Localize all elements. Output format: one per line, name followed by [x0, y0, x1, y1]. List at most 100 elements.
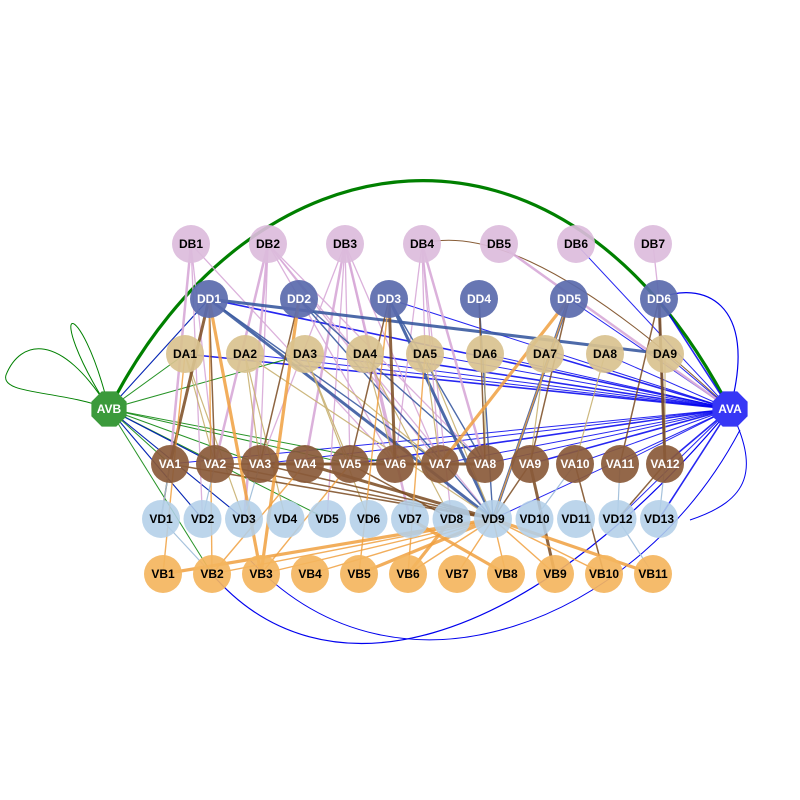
- node-db5: DB5: [480, 225, 518, 263]
- edge-DA8-VA10: [574, 353, 606, 465]
- edge-DA3-VD6: [304, 353, 370, 520]
- node-dd4: DD4: [460, 280, 498, 318]
- edge-AVB-DD1: [108, 298, 210, 410]
- node-ava-octagon: [712, 391, 748, 427]
- node-vd7-circle: [391, 500, 429, 538]
- edge-DB3-VD5: [326, 243, 346, 520]
- edge-DA4-VA6: [364, 353, 396, 465]
- node-va7-circle: [421, 445, 459, 483]
- node-db1-circle: [172, 225, 210, 263]
- node-da3: DA3: [286, 335, 324, 373]
- node-da4-circle: [346, 335, 384, 373]
- node-vd3-circle: [225, 500, 263, 538]
- node-db4: DB4: [403, 225, 441, 263]
- node-da2-circle: [226, 335, 264, 373]
- node-vd11: VD11: [557, 500, 595, 538]
- edge-AVA-loop-low: [689, 408, 747, 521]
- node-dd2-circle: [280, 280, 318, 318]
- edge-VA8-DD4: [478, 298, 486, 465]
- edge-AVA-VA10: [574, 408, 731, 465]
- node-dd3: DD3: [370, 280, 408, 318]
- edge-DD1-VD9: [208, 297, 494, 521]
- node-va1: VA1: [151, 445, 189, 483]
- node-dd1-circle: [190, 280, 228, 318]
- edge-AVA-VD13: [658, 408, 731, 520]
- node-da7: DA7: [526, 335, 564, 373]
- edge-VA7-DD5: [438, 298, 571, 465]
- node-va10: VA10: [556, 445, 594, 483]
- node-vb10-circle: [585, 555, 623, 593]
- node-va2-circle: [196, 445, 234, 483]
- edge-VA3-DD2: [259, 298, 300, 465]
- edge-VB10-VD9: [492, 518, 605, 575]
- node-vb5: VB5: [340, 555, 378, 593]
- edge-AVA-DA1: [184, 353, 731, 410]
- node-va8: VA8: [466, 445, 504, 483]
- node-da7-circle: [526, 335, 564, 373]
- node-db3-circle: [326, 225, 364, 263]
- node-vb11: VB11: [634, 555, 672, 593]
- edge-DD3-VD9: [387, 298, 495, 520]
- node-va12-circle: [646, 445, 684, 483]
- node-db5-circle: [480, 225, 518, 263]
- node-vd5-circle: [308, 500, 346, 538]
- edge-AVB-loop-inner: [70, 323, 110, 410]
- node-vb2-circle: [193, 555, 231, 593]
- node-da9: DA9: [646, 335, 684, 373]
- node-vd4: VD4: [266, 500, 305, 538]
- node-da8: DA8: [586, 335, 624, 373]
- node-vd1: VD1: [142, 500, 180, 538]
- node-db2-circle: [249, 225, 287, 263]
- node-vb7-circle: [438, 555, 476, 593]
- edge-AVA-VA5: [349, 408, 731, 465]
- edge-VA5-VD8: [349, 463, 452, 520]
- edge-AVB-VA2: [108, 408, 216, 465]
- edge-DD1-VA7: [208, 298, 441, 465]
- node-vd12: VD12: [598, 500, 637, 538]
- node-va6: VA6: [376, 445, 414, 483]
- node-da8-circle: [586, 335, 624, 373]
- edge-DD2-VD9: [298, 298, 494, 520]
- edge-VA5-DD3: [349, 298, 390, 465]
- edge-DA2-VD4: [244, 353, 287, 520]
- node-vd4-circle: [266, 500, 305, 538]
- node-vb10: VB10: [585, 555, 623, 593]
- node-vb6-circle: [389, 555, 427, 593]
- edge-AVA-DD6: [658, 298, 731, 410]
- node-vb1: VB1: [144, 555, 182, 593]
- node-db6-circle: [557, 225, 595, 263]
- node-va9-circle: [511, 445, 549, 483]
- node-va2: VA2: [196, 445, 234, 483]
- edge-AVA-DA8: [604, 353, 731, 410]
- node-vd8: VD8: [432, 500, 471, 538]
- edge-DD3-VA8: [388, 298, 486, 465]
- node-vd1-circle: [142, 500, 180, 538]
- node-va4: VA4: [286, 445, 324, 483]
- edge-AVA-DA2: [244, 353, 731, 410]
- node-va8-circle: [466, 445, 504, 483]
- edge-lower-arc: [249, 429, 741, 641]
- node-vb3: VB3: [242, 555, 280, 593]
- node-avb-octagon: [91, 391, 127, 427]
- node-dd1: DD1: [190, 280, 228, 318]
- node-vd2: VD2: [183, 500, 222, 538]
- node-db7-circle: [634, 225, 672, 263]
- edge-DA5-VD9: [424, 353, 494, 520]
- node-da6-circle: [466, 335, 504, 373]
- node-vd13: VD13: [640, 500, 678, 538]
- node-vd7: VD7: [391, 500, 429, 538]
- node-dd5: DD5: [550, 280, 588, 318]
- node-vb4-circle: [291, 555, 329, 593]
- node-va5-circle: [331, 445, 369, 483]
- node-vb1-circle: [144, 555, 182, 593]
- edge-VA6-DD3: [387, 298, 397, 465]
- node-db3: DB3: [326, 225, 364, 263]
- edge-DB4-VA8: [420, 243, 487, 465]
- node-ava: AVA: [712, 391, 748, 427]
- edge-VB3-VA5: [260, 463, 351, 575]
- node-vb11-circle: [634, 555, 672, 593]
- edge-VA11-DD6: [619, 298, 660, 465]
- node-vd9-circle: [474, 500, 512, 538]
